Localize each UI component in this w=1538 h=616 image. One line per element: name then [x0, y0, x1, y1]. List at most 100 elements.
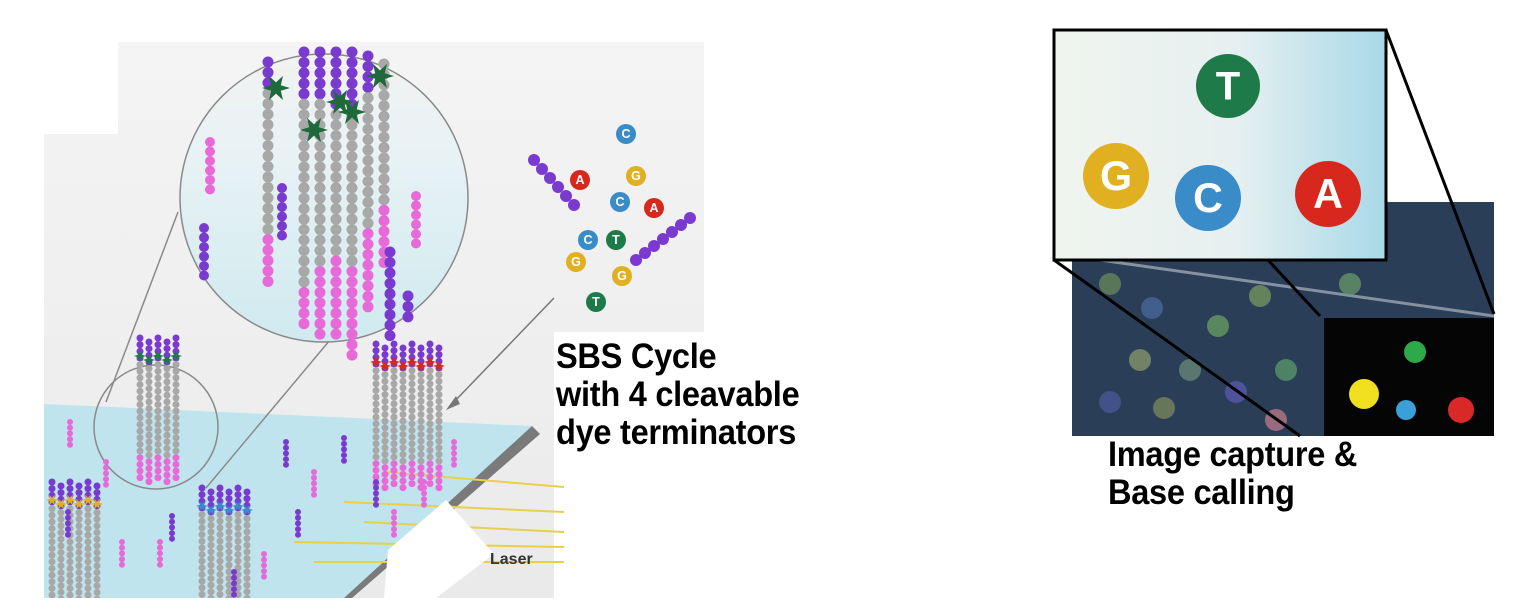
free-nucleotide-c: C — [578, 230, 598, 250]
svg-text:T: T — [1216, 64, 1240, 108]
primer-dot — [657, 233, 669, 245]
surface-fragment — [231, 569, 237, 598]
svg-text:G: G — [631, 169, 641, 183]
primer-dot — [568, 199, 580, 211]
surface-fragment — [119, 539, 125, 568]
blurry-cluster — [1249, 285, 1271, 307]
surface-fragment — [391, 509, 397, 538]
surface-fragment — [283, 439, 289, 468]
primer-dot — [560, 190, 572, 202]
blue-cluster — [1396, 400, 1416, 420]
free-nucleotide-t: T — [586, 292, 606, 312]
svg-text:C: C — [621, 127, 630, 141]
dye-star — [64, 494, 76, 506]
zoom-strand — [330, 46, 342, 340]
svg-text:A: A — [1313, 171, 1343, 217]
free-nucleotide-g: G — [626, 166, 646, 186]
surface-strand — [57, 482, 65, 598]
zoom-fragment — [384, 246, 396, 342]
dye-star — [205, 504, 217, 516]
surface-strand — [372, 340, 380, 488]
blurry-cluster — [1099, 273, 1121, 295]
blurry-cluster — [1129, 349, 1151, 371]
zoom-fragment — [199, 223, 209, 281]
blurry-cluster — [1207, 315, 1229, 337]
free-nucleotide-t: T — [606, 230, 626, 250]
svg-text:A: A — [575, 173, 584, 187]
svg-text:C: C — [615, 195, 624, 209]
dye-star — [300, 117, 328, 143]
dye-star — [196, 500, 208, 512]
surface-dna-clusters — [46, 334, 457, 598]
dye-star — [46, 494, 58, 506]
zoom-strand — [362, 50, 374, 313]
surface-fragment — [261, 551, 267, 580]
right-blank — [554, 332, 704, 598]
surface-fragment — [169, 513, 175, 542]
dye-star — [433, 360, 445, 372]
zoom-fragment — [277, 183, 287, 241]
dye-star — [379, 360, 391, 372]
zoom-strand — [298, 46, 310, 330]
primer-dot — [684, 212, 696, 224]
dye-star — [262, 75, 290, 101]
dye-star — [424, 356, 436, 368]
free-nucleotide-a: A — [570, 170, 590, 190]
surface-fragment — [67, 419, 73, 448]
inset-connector-1 — [1053, 258, 1301, 438]
surface-fragment — [311, 469, 317, 498]
surface-fragment — [451, 439, 457, 468]
sbs-caption-line-2: with 4 cleavable — [556, 375, 800, 414]
dye-star — [134, 350, 146, 362]
flowcell-streak — [1071, 254, 1495, 318]
dye-star — [143, 354, 155, 366]
zoom-fragment — [205, 137, 215, 195]
free-nucleotide-a: A — [644, 198, 664, 218]
svg-text:T: T — [612, 233, 620, 247]
blurry-cluster — [1275, 359, 1297, 381]
dye-star — [366, 63, 394, 89]
incorporation-arrow — [451, 297, 555, 405]
zoom-strand — [314, 46, 326, 340]
dye-star — [388, 356, 400, 368]
svg-text:C: C — [1193, 175, 1223, 221]
dye-star — [170, 350, 182, 362]
svg-text:G: G — [617, 269, 627, 283]
primer-dot — [536, 163, 548, 175]
primer-dot — [528, 154, 540, 166]
green-cluster — [1404, 341, 1426, 363]
surface-fragment — [103, 459, 109, 488]
svg-text:G: G — [571, 255, 581, 269]
dye-star — [223, 504, 235, 516]
inset-nucleotide-a: A — [1295, 161, 1361, 227]
surface-fragment — [65, 509, 71, 538]
dye-star — [370, 356, 382, 368]
svg-text:T: T — [592, 295, 600, 309]
primer-dot — [639, 247, 651, 259]
dye-star — [55, 498, 67, 510]
blurry-cluster — [1099, 391, 1121, 413]
zoom-strand — [378, 58, 390, 269]
dye-star — [232, 500, 244, 512]
surface-strand — [48, 478, 56, 598]
surface-strand — [390, 340, 398, 488]
primer-dot — [544, 172, 556, 184]
surface-strand — [172, 334, 180, 482]
blurry-cluster — [1153, 397, 1175, 419]
surface-strand — [399, 344, 407, 492]
incorporation-arrowhead — [446, 396, 460, 410]
surface-fragment — [341, 435, 347, 464]
free-nucleotide-c: C — [610, 192, 630, 212]
dye-star — [415, 360, 427, 372]
surface-strand — [207, 488, 215, 598]
svg-text:A: A — [649, 201, 658, 215]
zoom-fragment — [411, 191, 421, 249]
inset-nucleotide-g: G — [1083, 143, 1149, 209]
primer-dot — [630, 254, 642, 266]
blurry-cluster — [1339, 273, 1361, 295]
surface-strand — [426, 340, 434, 488]
inset-connector-3 — [1384, 29, 1496, 315]
